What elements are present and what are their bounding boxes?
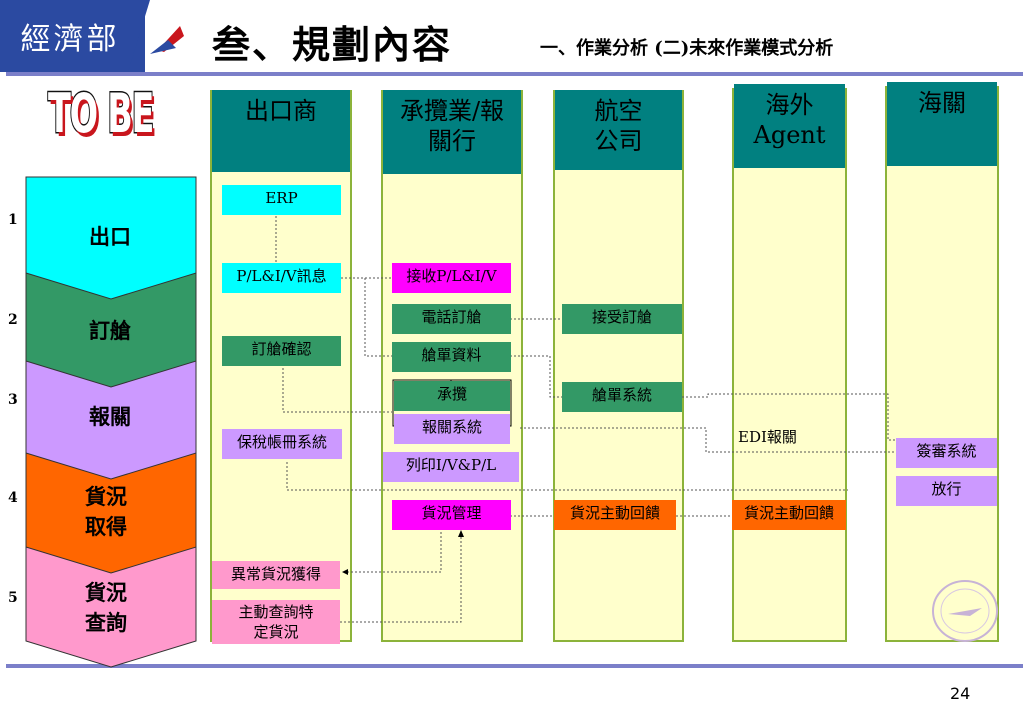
step-label-4: 貨況取得 <box>85 484 127 539</box>
column-head-agent: 海外Agent <box>734 84 845 168</box>
box-manifest-data: 艙單資料 <box>392 342 511 372</box>
column-airline <box>553 90 684 642</box>
column-head-airline: 航空公司 <box>555 90 682 170</box>
to-be-label: TO BE <box>47 81 155 147</box>
ministry-logo-text: 經濟部 <box>20 22 120 57</box>
box-print-docs: 列印I/V&P/L <box>383 452 519 482</box>
step-label-3: 報關 <box>89 404 131 429</box>
box-airline-status-feedback: 貨況主動回饋 <box>554 500 676 530</box>
column-head-forwarder: 承攬業/報關行 <box>383 90 521 174</box>
label-edi-customs: EDI報關 <box>738 428 797 446</box>
page-subtitle: 一、作業分析 (二)未來作業模式分析 <box>540 38 834 59</box>
box-release: 放行 <box>896 476 997 506</box>
box-review-system: 簽審系統 <box>896 438 997 468</box>
box-receive-pl-iv: 接收P/L&I/V <box>392 263 511 293</box>
box-status-management: 貨況管理 <box>392 500 511 530</box>
column-agent <box>732 88 847 642</box>
box-phone-booking: 電話訂艙 <box>392 304 511 334</box>
box-forwarding: 承攬 <box>394 381 510 411</box>
page-number: 24 <box>950 684 971 703</box>
step-label-5: 貨況查詢 <box>85 580 127 635</box>
ministry-logo-icon <box>120 0 184 72</box>
box-accept-booking: 接受訂艙 <box>562 304 682 334</box>
step-label-2: 訂艙 <box>89 318 131 343</box>
page-title: 叁、規劃內容 <box>212 22 453 67</box>
box-erp: ERP <box>222 185 341 215</box>
column-head-exporter: 出口商 <box>212 90 350 172</box>
box-customs-system: 報關系統 <box>394 414 510 444</box>
box-active-query: 主動查詢特定貨況 <box>212 600 340 644</box>
column-exporter <box>210 90 352 642</box>
box-pl-iv-message: P/L&I/V訊息 <box>222 263 341 293</box>
step-number-4: 4 <box>8 490 18 506</box>
box-exception-status: 異常貨況獲得 <box>212 561 340 589</box>
column-head-customs: 海關 <box>887 82 997 166</box>
box-booking-confirm: 訂艙確認 <box>222 336 341 366</box>
step-label-1: 出口 <box>89 224 131 249</box>
step-number-3: 3 <box>8 392 18 408</box>
step-number-1: 1 <box>8 212 18 228</box>
step-chevron-stack <box>25 176 197 668</box>
column-customs <box>885 86 999 642</box>
box-bonded-system: 保稅帳冊系統 <box>222 429 342 459</box>
step-number-2: 2 <box>8 312 18 328</box>
box-manifest-system: 艙單系統 <box>562 382 682 412</box>
step-number-5: 5 <box>8 590 18 606</box>
seal-watermark <box>932 580 998 642</box>
box-agent-status-feedback: 貨況主動回饋 <box>732 500 846 530</box>
header-divider <box>6 72 1023 76</box>
footer-divider <box>6 664 1023 668</box>
step-chevron-5 <box>25 546 197 668</box>
